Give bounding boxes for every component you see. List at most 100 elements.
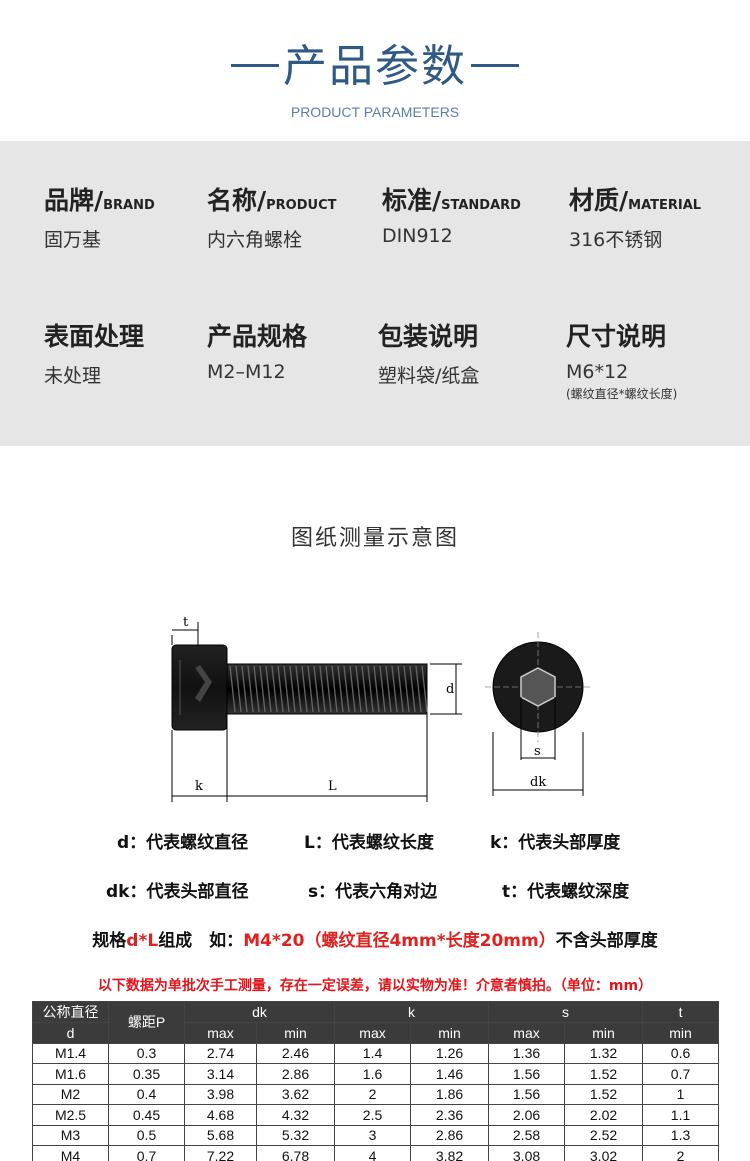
thread-line: [271, 665, 278, 713]
table-cell: 4.68: [184, 1104, 257, 1126]
table-cell: 1.26: [410, 1042, 490, 1064]
param-label: 表面处理: [44, 322, 145, 351]
table-cell: 3: [334, 1124, 412, 1146]
thread-line: [283, 665, 290, 713]
spec-line: 规格d*L组成 如：M4*20（螺纹直径4mm*长度20mm）不含头部厚度: [0, 926, 750, 951]
table-cell: 1.32: [564, 1042, 644, 1064]
legend-s: s：代表六角对边: [308, 882, 438, 902]
table-cell: M2.5: [32, 1104, 109, 1126]
thread-line: [367, 665, 374, 713]
param-label: 材质/: [569, 186, 629, 215]
thread-line: [301, 665, 308, 713]
dimension-t: t: [171, 615, 199, 645]
table-cell: 2.58: [488, 1124, 566, 1146]
dim-label-l: L: [328, 779, 337, 794]
table-cell: 2.36: [410, 1104, 490, 1126]
page-title: 产品参数: [283, 41, 467, 92]
table-cell: 1.56: [488, 1063, 566, 1085]
thread-line: [253, 665, 260, 713]
thread-line: [343, 665, 350, 713]
th-s-min: min: [564, 1022, 644, 1044]
table-cell: 4: [334, 1145, 412, 1161]
dim-label-s: s: [534, 744, 541, 759]
parameters-panel: 品牌/BRAND 固万基 名称/PRODUCT 内六角螺栓 标准/STANDAR…: [0, 141, 750, 446]
thread-line: [409, 665, 416, 713]
thread-line: [295, 665, 302, 713]
dim-label-t: t: [183, 615, 189, 630]
table-cell: 1.6: [334, 1063, 412, 1085]
table-cell: 2: [334, 1083, 412, 1105]
dimension-k-l: k L: [171, 714, 428, 802]
dimension-d: d: [430, 663, 462, 715]
dim-label-k: k: [195, 779, 203, 794]
param-label: 标准/: [382, 186, 442, 215]
thread-line: [355, 665, 362, 713]
legend-d: d：代表螺纹直径: [117, 833, 249, 853]
title-dash-right: [471, 63, 519, 67]
table-cell: 3.08: [488, 1145, 566, 1161]
measurement-warning: 以下数据为单批次手工测量，存在一定误差，请以实物为准！介意者慎拍。（单位：mm）: [97, 978, 653, 994]
page-title-row: 产品参数: [0, 30, 750, 94]
th-s: s: [488, 1001, 644, 1023]
table-cell: 4.32: [255, 1104, 336, 1126]
th-nominal: 公称直径: [32, 1001, 109, 1023]
table-cell: 0.7: [108, 1145, 185, 1161]
table-cell: 6.78: [255, 1145, 336, 1161]
param-brand: 品牌/BRAND 固万基: [44, 181, 155, 252]
table-cell: 0.45: [108, 1104, 185, 1126]
thread-line: [331, 665, 338, 713]
table-cell: 5.32: [255, 1124, 336, 1146]
thread-line: [277, 665, 284, 713]
table-cell: 3.98: [184, 1083, 257, 1105]
spec-example: M4*20（螺纹直径4mm*长度20mm）: [243, 931, 556, 951]
table-cell: 3.62: [255, 1083, 336, 1105]
spec-dl: d*L: [126, 931, 159, 951]
thread-line: [391, 665, 398, 713]
th-s-max: max: [488, 1022, 566, 1044]
param-value: 内六角螺栓: [207, 229, 303, 251]
param-label-en: MATERIAL: [628, 198, 702, 213]
table-cell: 0.7: [642, 1063, 720, 1085]
bolt-drawing: t d k L s dk: [171, 615, 591, 802]
param-standard: 标准/STANDARD DIN912: [382, 181, 521, 247]
table-cell: 0.5: [108, 1124, 185, 1146]
param-value: 塑料袋/纸盒: [378, 365, 480, 387]
param-label: 产品规格: [207, 322, 308, 351]
thread-line: [235, 665, 242, 713]
thread-line: [415, 665, 422, 713]
thread-line: [319, 665, 326, 713]
param-material: 材质/MATERIAL 316不锈钢: [569, 181, 701, 252]
table-cell: 1.36: [488, 1042, 566, 1064]
table-cell: 3.14: [184, 1063, 257, 1085]
table-cell: 2.86: [410, 1124, 490, 1146]
table-cell: 1: [642, 1083, 720, 1105]
thread-line: [259, 665, 266, 713]
legend-l: L：代表螺纹长度: [304, 833, 434, 853]
th-d: d: [32, 1022, 109, 1044]
dimension-s: s: [520, 697, 556, 760]
param-spec: 产品规格 M2–M12: [207, 317, 307, 383]
table-cell: 1.46: [410, 1063, 490, 1085]
legend-t: t：代表螺纹深度: [502, 882, 630, 902]
th-k-max: max: [334, 1022, 412, 1044]
param-value: M2–M12: [207, 361, 286, 383]
spec-prefix: 规格: [92, 931, 127, 951]
table-cell: 3.02: [564, 1145, 644, 1161]
param-value: 316不锈钢: [569, 229, 663, 251]
param-value: M6*12: [566, 361, 629, 383]
table-cell: 1.1: [642, 1104, 720, 1126]
thread-line: [313, 665, 320, 713]
param-label: 包装说明: [378, 322, 479, 351]
thread-line: [361, 665, 368, 713]
th-pitch: 螺距P: [108, 1001, 185, 1044]
table-cell: M3: [32, 1124, 109, 1146]
th-dk-max: max: [184, 1022, 257, 1044]
thread-line: [397, 665, 404, 713]
header: 产品参数 PRODUCT PARAMETERS: [0, 0, 750, 141]
dim-label-dk: dk: [530, 775, 546, 790]
table-cell: 7.22: [184, 1145, 257, 1161]
table-cell: 1.3: [642, 1124, 720, 1146]
table-cell: 3.82: [410, 1145, 490, 1161]
